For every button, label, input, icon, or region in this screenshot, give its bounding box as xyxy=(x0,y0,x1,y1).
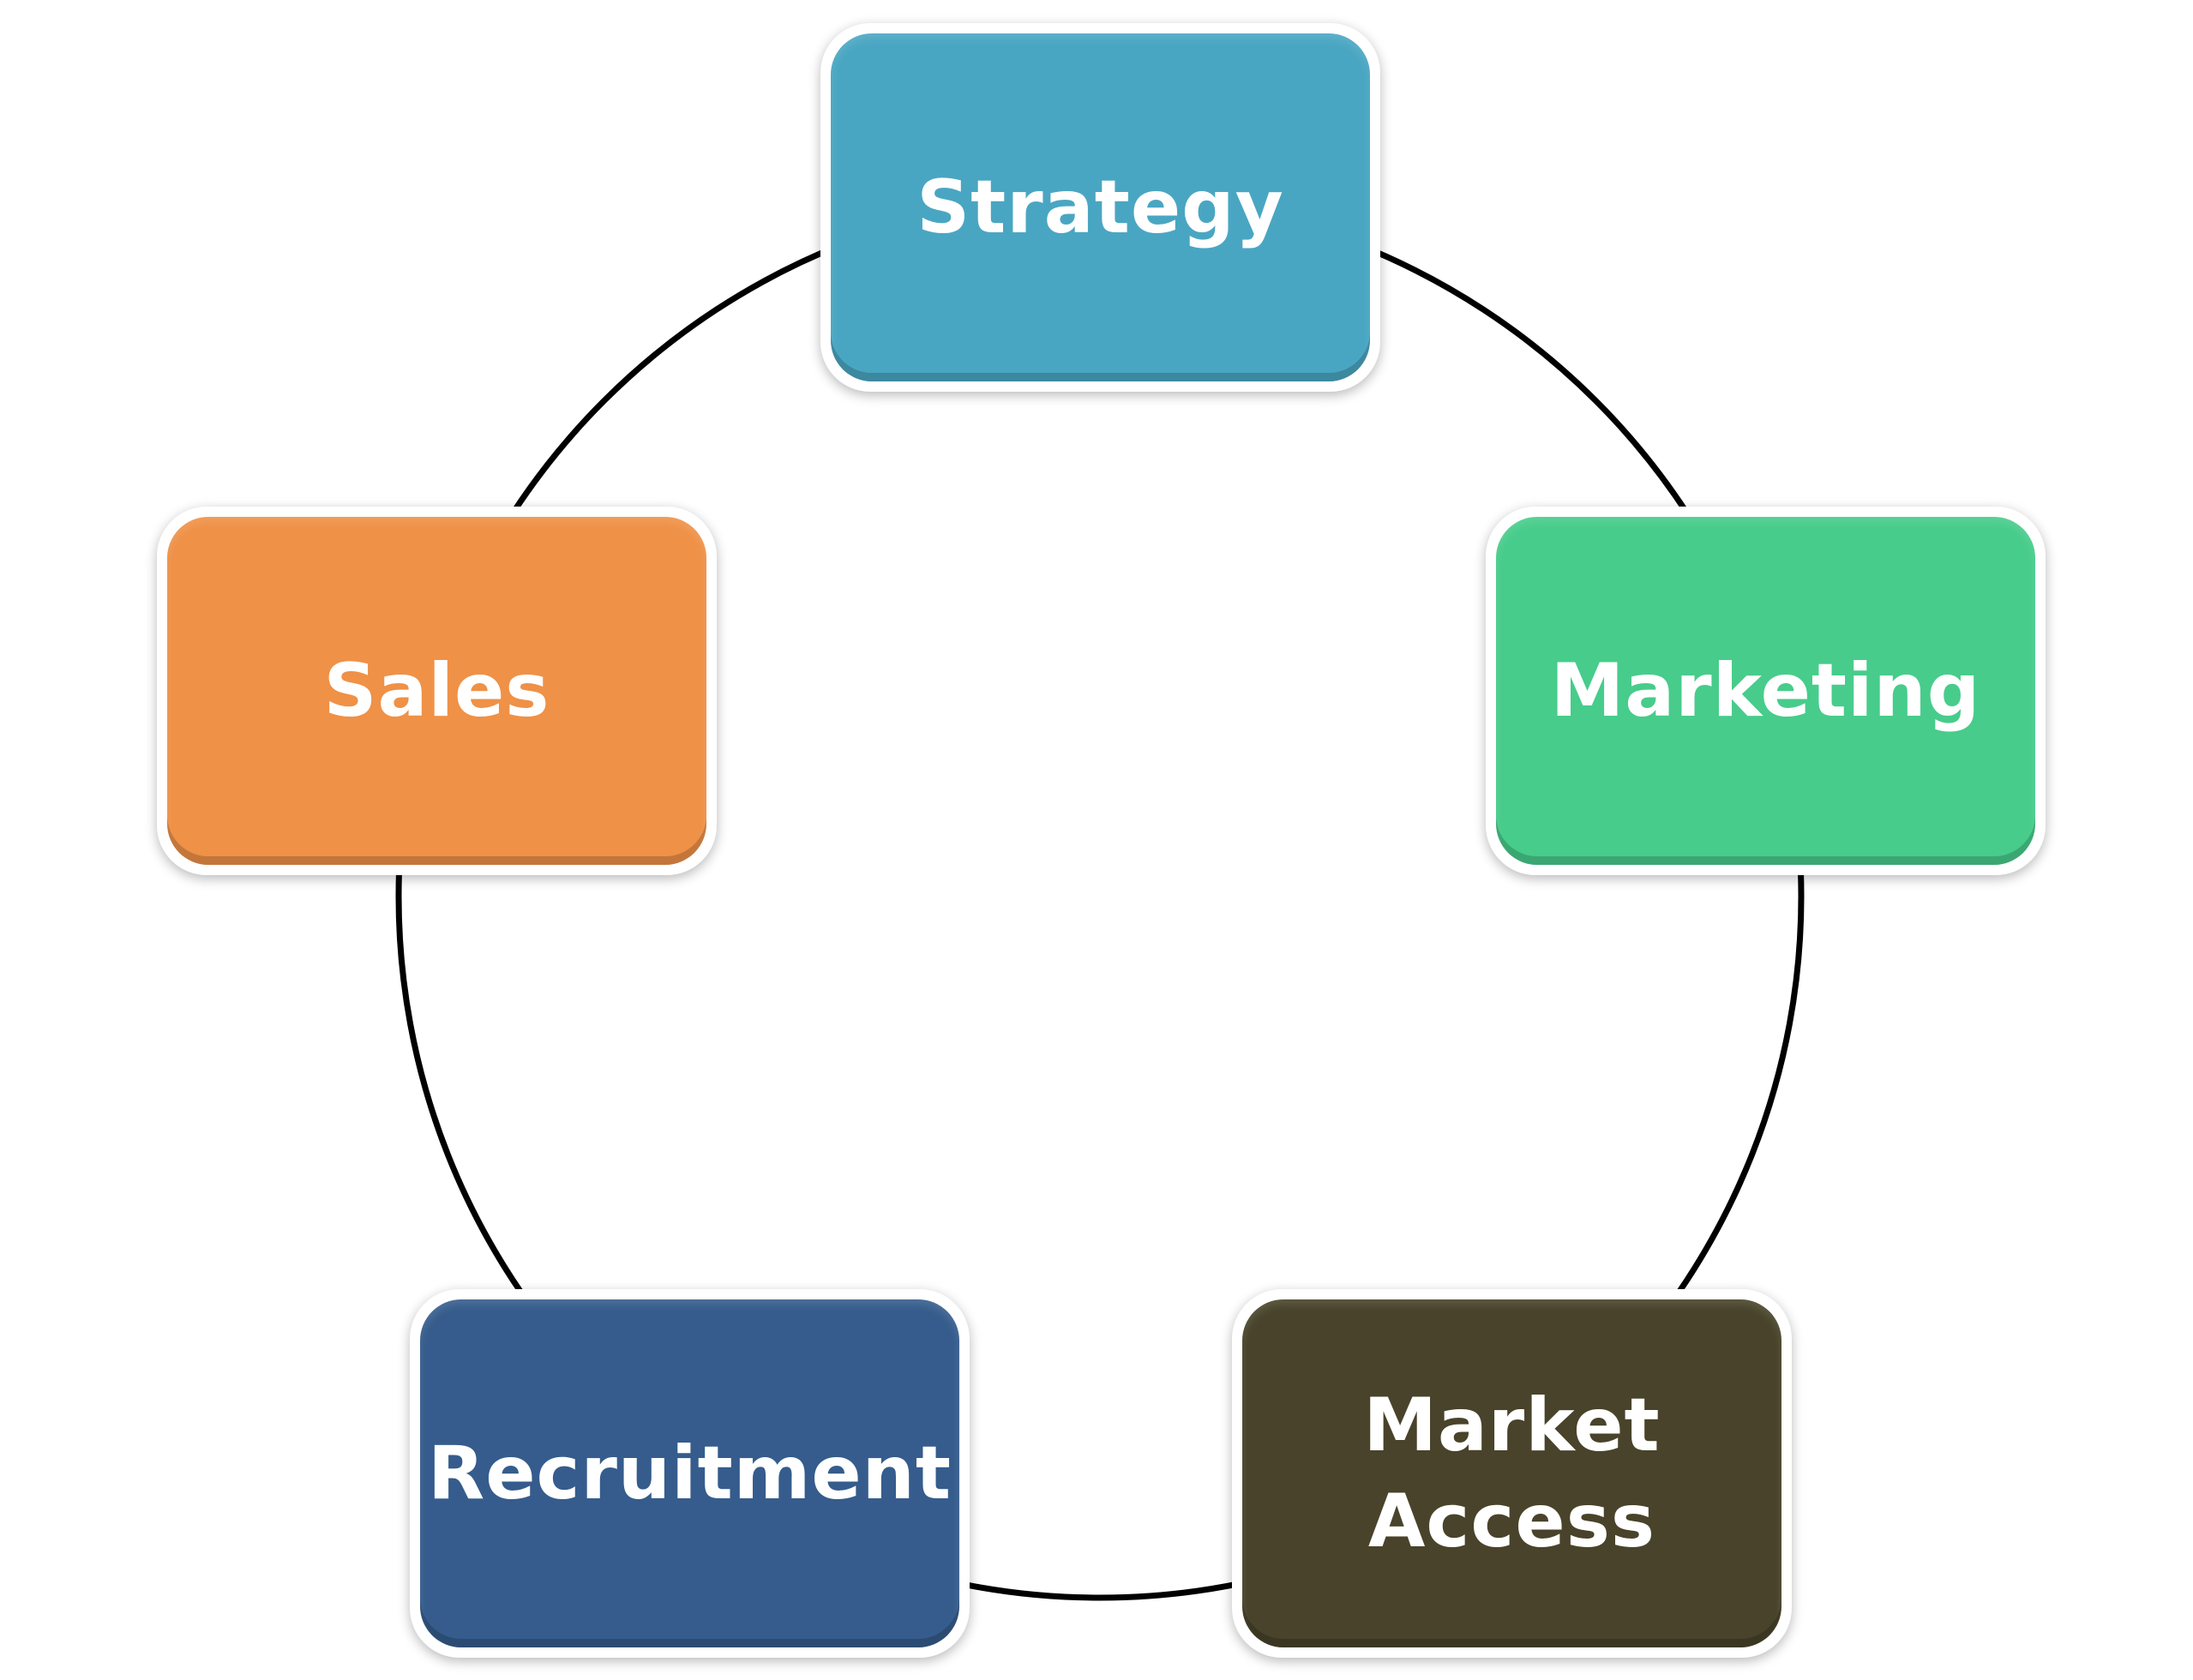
node-sales-label: Sales xyxy=(167,517,706,865)
node-recruitment: Recruitment xyxy=(410,1289,970,1658)
node-recruitment-label: Recruitment xyxy=(420,1299,959,1647)
node-marketing: Marketing xyxy=(1486,507,2046,875)
node-market-access: Market Access xyxy=(1232,1289,1792,1658)
node-sales: Sales xyxy=(157,507,717,875)
node-market-access-label: Market Access xyxy=(1242,1299,1781,1647)
node-strategy: Strategy xyxy=(820,23,1380,392)
node-strategy-label: Strategy xyxy=(831,33,1370,381)
node-marketing-label: Marketing xyxy=(1496,517,2035,865)
